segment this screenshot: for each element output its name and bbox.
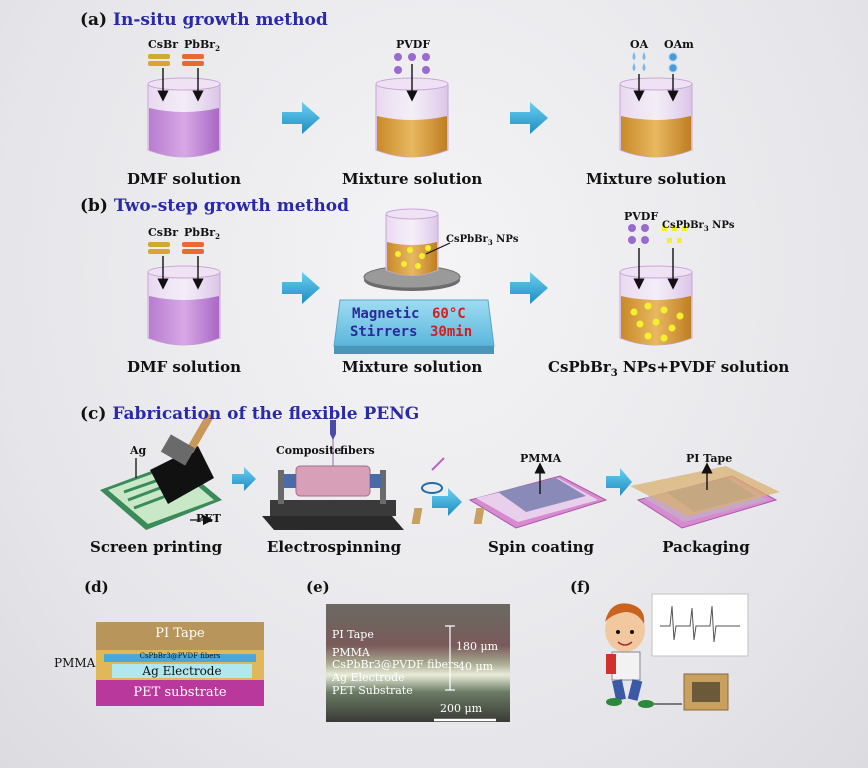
child-walking-illustration	[605, 593, 749, 711]
label-pbbr2-b: PbBr2	[184, 226, 220, 242]
label-pmma: PMMA	[520, 452, 562, 465]
beaker-b2	[385, 208, 451, 276]
sem-label-pmma: PMMA	[332, 646, 370, 659]
label-fibers: fibers	[340, 444, 375, 457]
caption-b3: CsPbBr3 NPs+PVDF solution	[548, 358, 790, 379]
beaker-a3	[619, 77, 693, 158]
label-cspbbr3-nps: CsPbBr3 NPs	[446, 234, 519, 247]
panel-b-heading: (b) Two-step growth method	[80, 196, 349, 216]
layer-stack	[96, 622, 264, 706]
label-csbr-a: CsBr	[148, 38, 179, 51]
sem-label-ag: Ag Electrode	[332, 671, 405, 684]
caption-spin-coating: Spin coating	[487, 538, 595, 556]
label-oam: OAm	[664, 38, 694, 51]
label-pvdf-b: PVDF	[624, 210, 659, 223]
label-csbr-b: CsBr	[148, 226, 179, 239]
electrospinning-illustration	[262, 420, 404, 530]
sem-label-pet: PET Substrate	[332, 684, 413, 697]
panel-b-title: Two-step growth method	[113, 196, 349, 216]
arrow-b2	[510, 272, 548, 304]
layer-pi-tape: PI Tape	[155, 626, 205, 641]
caption-a1: DMF solution	[126, 170, 242, 188]
reagent-csbr-pbbr2-b	[148, 242, 204, 290]
label-ag: Ag	[130, 444, 147, 457]
label-composite: Composite	[276, 444, 342, 457]
panel-a-title: In-situ growth method	[113, 10, 328, 30]
panel-c-title: Fabrication of the flexible PENG	[112, 404, 420, 424]
panel-d-letter: (d)	[84, 578, 109, 596]
sem-image	[326, 604, 510, 722]
sem-thickness-total: 180 μm	[456, 640, 499, 653]
panel-c-letter: (c)	[80, 404, 107, 424]
panel-a-heading: (a) In-situ growth method	[80, 10, 328, 30]
beaker-b3	[619, 265, 693, 346]
label-pvdf-a: PVDF	[396, 38, 431, 51]
label-pet: PET	[196, 512, 221, 525]
stirrer-time: 30min	[430, 324, 473, 340]
caption-b2: Mixture solution	[342, 358, 483, 376]
label-pmma-side: PMMA	[54, 656, 96, 670]
panel-c-heading: (c) Fabrication of the flexible PENG	[80, 404, 419, 424]
caption-electrospinning: Electrospinning	[266, 538, 402, 556]
reagent-pvdf-a	[394, 53, 430, 102]
caption-a2: Mixture solution	[342, 170, 483, 188]
caption-b1: DMF solution	[126, 358, 242, 376]
reagent-csbr-pbbr2-a	[148, 54, 204, 102]
sem-scale-bar-label: 200 μm	[440, 702, 483, 715]
arrow-a1	[282, 102, 320, 134]
sem-thickness-fiber: 40 μm	[458, 660, 494, 673]
sem-label-pi-tape: PI Tape	[332, 628, 374, 641]
caption-packaging: Packaging	[662, 538, 750, 556]
layer-ag-electrode: Ag Electrode	[142, 664, 222, 678]
reagent-pvdf-nps-b	[628, 224, 687, 290]
caption-screen-printing: Screen printing	[90, 538, 223, 556]
panel-a-letter: (a)	[80, 10, 108, 30]
reagent-oa-oam	[632, 52, 679, 102]
sem-label-fibers: CsPbBr3@PVDF fibers	[332, 658, 459, 671]
panel-e-letter: (e)	[306, 578, 330, 596]
arrow-c3	[606, 468, 632, 496]
packaging-illustration	[630, 462, 780, 529]
arrow-b1	[282, 272, 320, 304]
label-oa: OA	[630, 38, 649, 51]
stirrer-label-1: Magnetic	[352, 306, 420, 322]
label-cspbbr3-nps-b: CsPbBr3 NPs	[662, 220, 735, 233]
layer-fibers: CsPbBr3@PVDF fibers	[139, 652, 221, 660]
arrow-a2	[510, 102, 548, 134]
label-pbbr2-a: PbBr2	[184, 38, 220, 54]
magnetic-stirrer	[333, 265, 495, 354]
arrow-c2	[421, 457, 462, 516]
label-pi-tape: PI Tape	[686, 452, 733, 465]
screen-printing-illustration	[100, 412, 222, 530]
panel-b-letter: (b)	[80, 196, 108, 216]
stirrer-temp: 60°C	[432, 306, 466, 322]
arrow-c1	[232, 467, 256, 491]
beaker-b1	[147, 265, 221, 346]
spin-coating-illustration	[411, 462, 608, 529]
panel-f-letter: (f)	[570, 578, 591, 596]
stirrer-label-2: Stirrers	[350, 324, 418, 340]
beaker-a1	[147, 77, 221, 158]
layer-pet-substrate: PET substrate	[133, 685, 227, 700]
caption-a3: Mixture solution	[586, 170, 727, 188]
